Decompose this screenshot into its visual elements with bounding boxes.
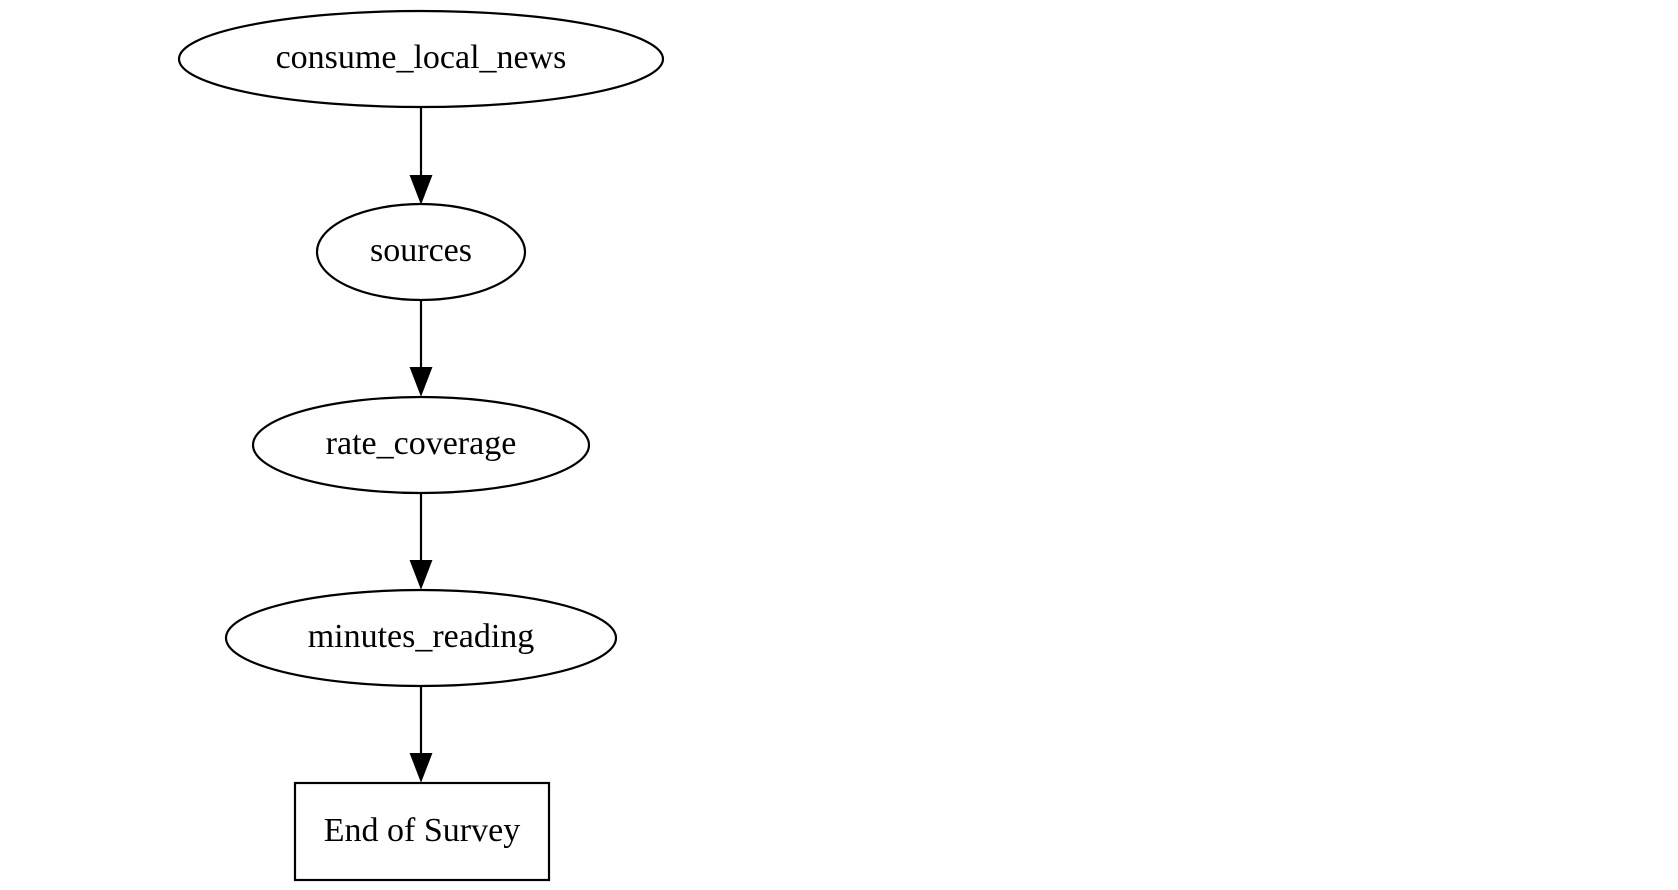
node-minutes-reading-label: minutes_reading	[308, 618, 535, 655]
node-minutes-reading-ellipse	[224, 588, 618, 688]
edge-minutes-reading-to-end-of-survey	[409, 685, 433, 783]
node-consume-local-news: consume_local_news	[177, 9, 665, 109]
node-minutes-reading: minutes_reading	[224, 588, 618, 688]
node-sources: sources	[315, 202, 527, 302]
node-consume-local-news-ellipse	[177, 9, 665, 109]
edge-rate-coverage-to-minutes-reading	[409, 493, 433, 590]
node-end-of-survey: End of Survey	[293, 781, 551, 882]
node-rate-coverage-label: rate_coverage	[326, 425, 517, 462]
node-consume-local-news-label: consume_local_news	[276, 39, 567, 76]
node-rate-coverage-ellipse	[251, 395, 591, 495]
node-end-of-survey-box	[293, 781, 551, 882]
edge-consume-local-news-to-sources	[409, 107, 433, 205]
node-end-of-survey-label: End of Survey	[324, 812, 520, 849]
edge-sources-to-rate-coverage	[409, 300, 433, 397]
node-sources-ellipse	[315, 202, 527, 302]
node-sources-label: sources	[370, 232, 472, 269]
node-rate-coverage: rate_coverage	[251, 395, 591, 495]
